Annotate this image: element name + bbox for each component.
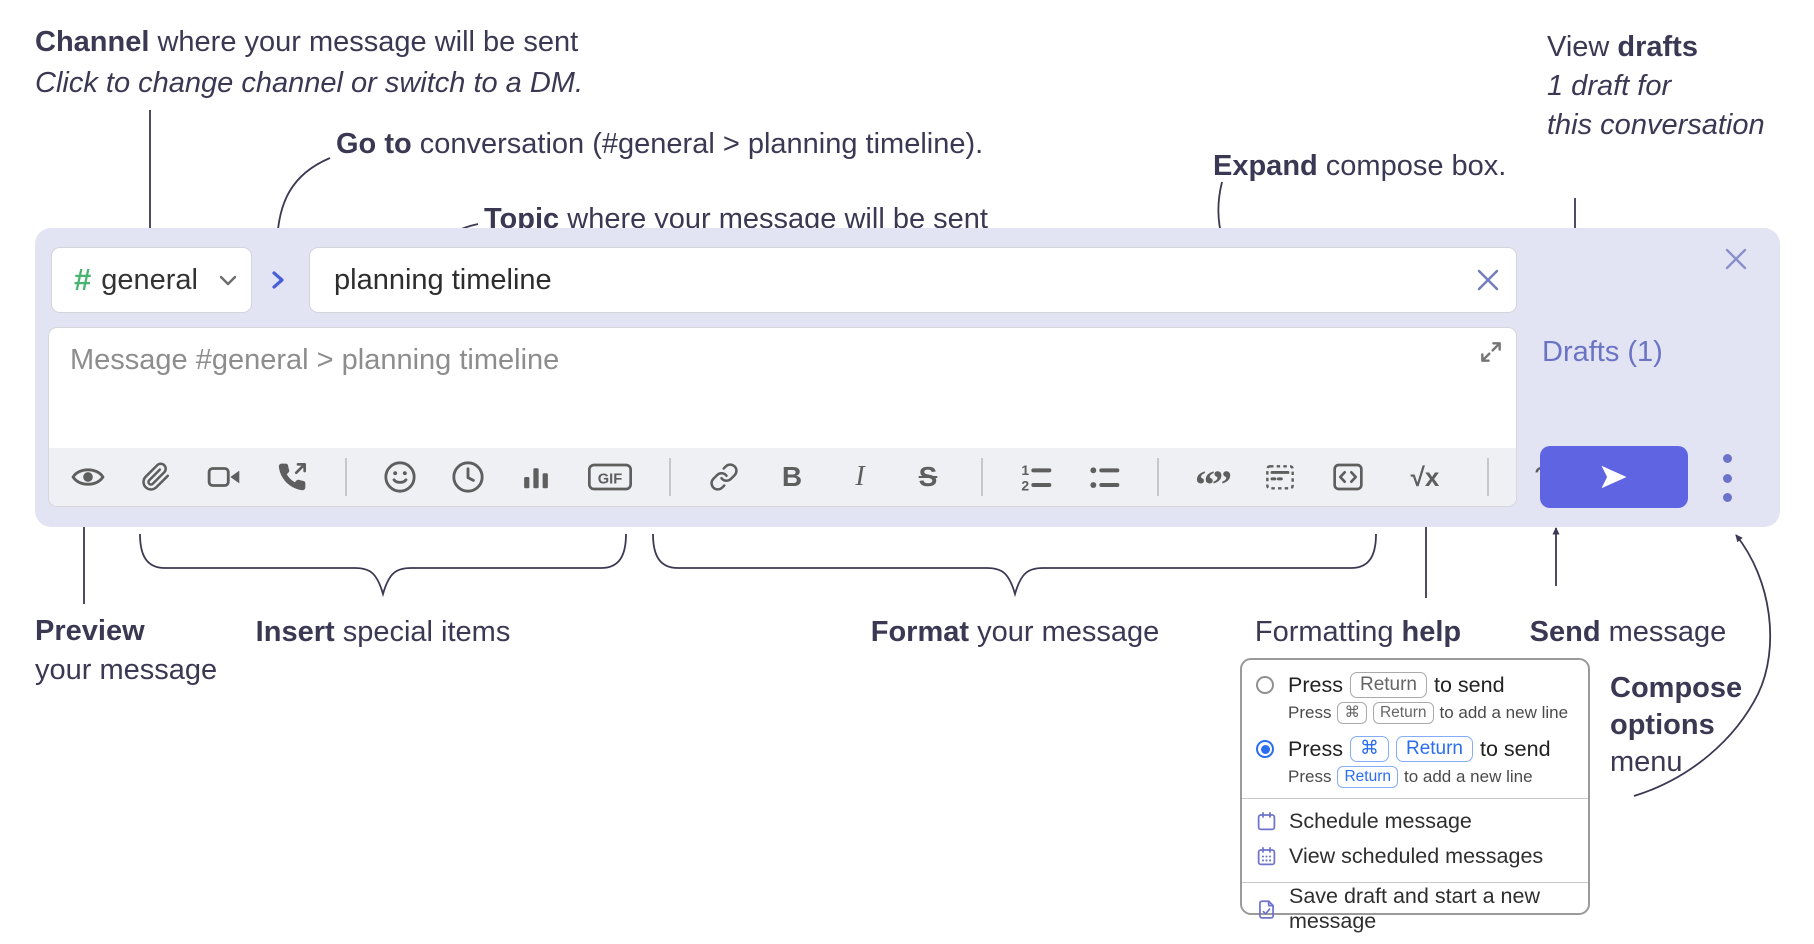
annotation-expand: Expand compose box. — [1213, 150, 1507, 182]
topic-input[interactable] — [310, 263, 1460, 297]
message-textarea[interactable] — [49, 328, 1516, 440]
gif-icon: GIF — [588, 463, 632, 491]
menu-divider — [1242, 882, 1588, 883]
spoiler-icon — [1266, 465, 1294, 490]
annotation-channel-line2: Click to change channel or switch to a D… — [35, 67, 584, 99]
svg-text:2: 2 — [1021, 477, 1029, 493]
expand-icon — [1481, 342, 1501, 362]
clear-topic-button[interactable] — [1460, 250, 1516, 310]
svg-text:GIF: GIF — [598, 472, 622, 488]
toolbar-divider — [981, 458, 983, 496]
svg-text:1: 1 — [1021, 462, 1029, 478]
compose-options-menu: Press Return to send Press ⌘ Return to a… — [1240, 658, 1590, 933]
brace-insert — [139, 533, 627, 598]
kbd-return: Return — [1395, 736, 1473, 762]
send-button[interactable] — [1540, 446, 1688, 508]
radio-selected-icon[interactable] — [1256, 740, 1274, 758]
clock-icon — [452, 461, 484, 493]
ordered-list-icon: 1 2 — [1021, 462, 1052, 493]
menu-item-view-scheduled[interactable]: View scheduled messages — [1256, 839, 1574, 874]
ellipsis-dot — [1722, 454, 1732, 463]
channel-name: general — [101, 263, 198, 296]
annotation-formatting-help: Formatting help — [1254, 616, 1462, 648]
close-icon — [1477, 269, 1499, 291]
bar-chart-icon — [524, 468, 548, 489]
brace-format — [652, 533, 1377, 598]
radio-unselected-icon[interactable] — [1256, 676, 1274, 694]
annotation-goto: Go to conversation (#general > planning … — [336, 128, 984, 160]
kbd-return: Return — [1372, 702, 1434, 724]
bold-button[interactable]: B — [781, 461, 803, 492]
bulleted-list-button[interactable] — [1087, 460, 1121, 494]
strikethrough-button[interactable]: S — [918, 461, 938, 492]
close-compose-button[interactable] — [1720, 243, 1752, 275]
video-call-button[interactable] — [207, 460, 241, 494]
quote-button[interactable]: “” — [1195, 462, 1232, 507]
eye-icon — [71, 468, 105, 486]
kbd-return: Return — [1337, 766, 1398, 788]
toolbar-divider — [1487, 458, 1489, 496]
annotation-channel-bold: Channel — [35, 26, 150, 58]
calendar-grid-icon — [1256, 846, 1277, 867]
annotation-preview: Preview your message — [35, 615, 218, 686]
math-button[interactable]: √x — [1410, 461, 1440, 492]
toolbar-divider — [345, 458, 347, 496]
toolbar-divider — [1157, 458, 1159, 496]
preview-button[interactable] — [71, 460, 105, 494]
add-poll-button[interactable] — [519, 460, 553, 494]
code-icon — [1333, 463, 1363, 491]
message-box: GIF B I — [48, 327, 1550, 507]
annotation-insert: Insert special items — [255, 616, 511, 648]
bullet-list-icon — [1090, 467, 1120, 488]
menu-item-save-draft[interactable]: Save draft and start a new message — [1256, 884, 1574, 933]
channel-hash-icon: # — [74, 262, 92, 297]
italic-button[interactable]: I — [855, 461, 865, 492]
close-icon — [1725, 248, 1747, 270]
kbd-cmd: ⌘ — [1337, 702, 1367, 724]
attach-file-button[interactable] — [139, 460, 173, 494]
annotation-compose-options: Compose options menu — [1610, 672, 1743, 778]
ellipsis-dot — [1722, 493, 1732, 502]
add-gif-button[interactable]: GIF — [587, 460, 633, 494]
chevron-right-icon — [272, 271, 284, 289]
expand-compose-button[interactable] — [1478, 339, 1504, 365]
topic-input-box — [309, 247, 1517, 313]
spoiler-button[interactable] — [1263, 460, 1297, 494]
menu-divider — [1242, 798, 1588, 799]
annotation-channel-rest: where your message will be sent — [149, 26, 579, 58]
menu-item-schedule-message[interactable]: Schedule message — [1256, 804, 1574, 839]
send-icon — [1601, 465, 1627, 489]
draft-check-icon — [1256, 899, 1277, 920]
go-to-conversation-button[interactable] — [258, 260, 298, 300]
annotation-format: Format your message — [870, 616, 1160, 648]
add-global-time-button[interactable] — [451, 460, 485, 494]
annotation-channel: Channel where your message will be sent … — [35, 22, 583, 104]
kbd-cmd: ⌘ — [1349, 736, 1389, 762]
video-camera-icon — [207, 467, 240, 487]
link-button[interactable] — [707, 460, 741, 494]
send-option-return[interactable]: Press Return to send Press ⌘ Return to a… — [1256, 670, 1574, 726]
calendar-icon — [1256, 811, 1277, 832]
emoji-button[interactable] — [383, 460, 417, 494]
compose-toolbar: GIF B I — [49, 448, 1550, 507]
voice-call-button[interactable] — [275, 460, 309, 494]
link-icon — [710, 463, 738, 491]
chevron-down-icon — [219, 275, 237, 285]
paperclip-icon — [142, 462, 170, 491]
compose-options-button[interactable] — [1711, 454, 1743, 502]
phone-outgoing-icon — [278, 463, 306, 491]
ellipsis-dot — [1722, 473, 1732, 483]
smiley-icon — [384, 461, 416, 493]
send-option-cmd-return[interactable]: Press ⌘ Return to send Press Return to a… — [1256, 734, 1574, 790]
compose-box: # general — [35, 228, 1780, 527]
kbd-return: Return — [1349, 672, 1427, 698]
annotation-view-drafts: View drafts 1 draft for this conversatio… — [1547, 31, 1765, 141]
toolbar-divider — [669, 458, 671, 496]
channel-selector[interactable]: # general — [51, 247, 252, 313]
annotation-send-message: Send message — [1529, 616, 1727, 648]
numbered-list-button[interactable]: 1 2 — [1019, 460, 1053, 494]
code-button[interactable] — [1331, 460, 1365, 494]
drafts-link[interactable]: Drafts (1) — [1542, 336, 1663, 368]
